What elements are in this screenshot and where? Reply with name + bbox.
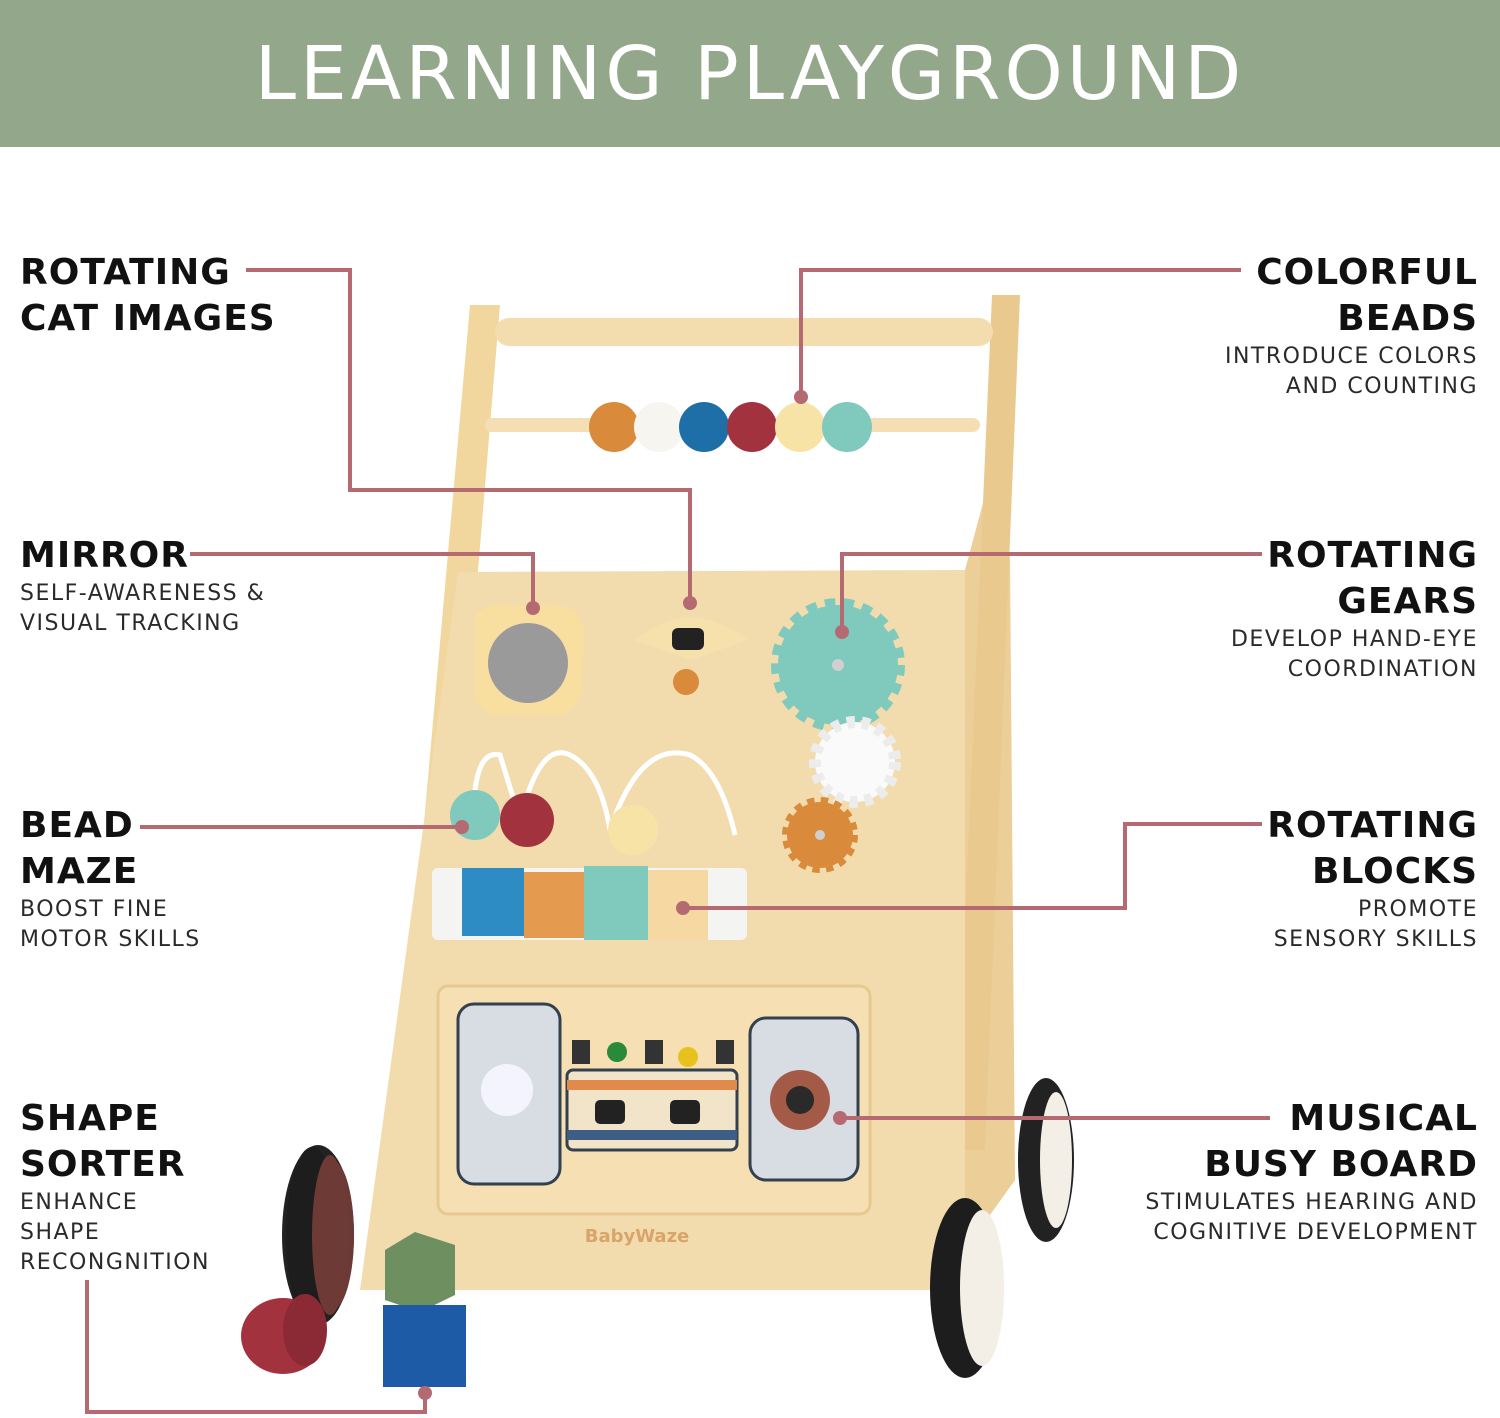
label-title: ROTATING (1267, 805, 1478, 846)
label-rotating-blocks: ROTATING BLOCKS PROMOTE SENSORY SKILLS (1267, 803, 1478, 955)
label-mirror: MIRROR SELF-AWARENESS & VISUAL TRACKING (20, 533, 265, 639)
brand-logo: BabyWaze (585, 1226, 690, 1247)
label-rotating-cat-images: ROTATING CAT IMAGES (20, 250, 276, 342)
label-subtitle: PROMOTE (1357, 897, 1478, 922)
label-musical-busy-board: MUSICAL BUSY BOARD STIMULATES HEARING AN… (1145, 1096, 1478, 1248)
rear-wheel-right (1018, 1078, 1074, 1242)
label-subtitle: COORDINATION (1287, 657, 1478, 682)
shape-sorter-pieces (241, 1232, 466, 1387)
header-banner: LEARNING PLAYGROUND (0, 0, 1500, 147)
label-subtitle: COGNITIVE DEVELOPMENT (1153, 1220, 1478, 1245)
label-subtitle: ENHANCE (20, 1190, 139, 1215)
leader-dots (418, 390, 849, 1400)
gear-orange (782, 797, 858, 873)
label-title: MUSICAL (1289, 1098, 1478, 1139)
gear-white (809, 716, 901, 808)
label-title: MIRROR (20, 535, 189, 576)
label-subtitle: INTRODUCE COLORS (1224, 344, 1478, 369)
label-subtitle: SELF-AWARENESS & (20, 581, 266, 606)
label-colorful-beads: COLORFUL BEADS INTRODUCE COLORS AND COUN… (1225, 250, 1478, 402)
label-title: COLORFUL (1256, 252, 1478, 293)
label-title: CAT IMAGES (20, 298, 276, 339)
label-subtitle: SHAPE (20, 1220, 101, 1245)
leader-lines (85, 268, 1270, 1414)
label-subtitle: BOOST FINE (20, 897, 169, 922)
abacus-beads (589, 402, 872, 452)
musical-busy-board (436, 984, 872, 1216)
front-wheel-right (930, 1198, 1004, 1378)
label-rotating-gears: ROTATING GEARS DEVELOP HAND-EYE COORDINA… (1231, 533, 1478, 685)
label-title: BEAD (20, 805, 134, 846)
label-subtitle: VISUAL TRACKING (20, 611, 241, 636)
label-subtitle: DEVELOP HAND-EYE (1230, 627, 1478, 652)
label-subtitle: SENSORY SKILLS (1273, 927, 1478, 952)
handle-right (955, 295, 1020, 1150)
label-title: MAZE (20, 851, 139, 892)
front-wheel-left (286, 1147, 348, 1323)
label-title: ROTATING (1267, 535, 1478, 576)
label-title: SORTER (20, 1144, 186, 1185)
rotating-cat-window (635, 617, 748, 695)
rotating-blocks (432, 866, 747, 940)
label-subtitle: STIMULATES HEARING AND (1145, 1190, 1478, 1215)
label-title: BUSY BOARD (1204, 1144, 1478, 1185)
label-subtitle: RECONGNITION (20, 1250, 211, 1275)
label-subtitle: AND COUNTING (1285, 374, 1478, 399)
label-subtitle: MOTOR SKILLS (20, 927, 201, 952)
gear-teal (771, 598, 905, 732)
page-title: LEARNING PLAYGROUND (254, 30, 1246, 117)
label-shape-sorter: SHAPE SORTER ENHANCE SHAPE RECONGNITION (20, 1096, 210, 1278)
label-title: SHAPE (20, 1098, 160, 1139)
label-bead-maze: BEAD MAZE BOOST FINE MOTOR SKILLS (20, 803, 201, 955)
handle-bar-top (495, 318, 993, 346)
label-title: BEADS (1337, 298, 1478, 339)
label-title: GEARS (1337, 581, 1478, 622)
cat-mirror (475, 605, 585, 715)
label-title: ROTATING (20, 252, 231, 293)
bead-maze (450, 750, 738, 855)
label-title: BLOCKS (1312, 851, 1478, 892)
